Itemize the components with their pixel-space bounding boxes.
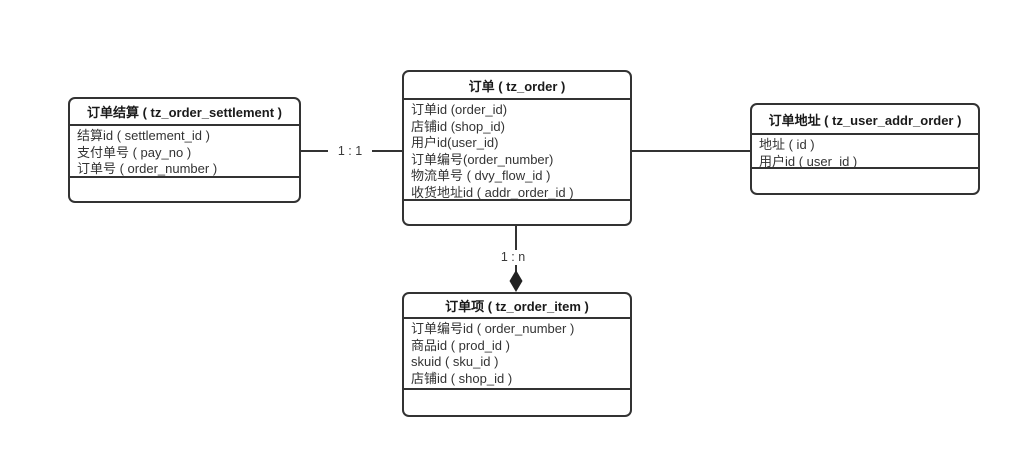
- entity-fields: 订单id (order_id) 店铺id (shop_id) 用户id(user…: [404, 100, 630, 201]
- entity-field: 物流单号 ( dvy_flow_id ): [411, 168, 551, 183]
- entity-fields: 订单编号id ( order_number ) 商品id ( prod_id )…: [404, 319, 630, 390]
- entity-order: 订单 ( tz_order ) 订单id (order_id) 店铺id (sh…: [402, 70, 632, 226]
- entity-fields: 地址 ( id ) 用户id ( user_id ): [752, 135, 978, 169]
- entity-title: 订单结算 ( tz_order_settlement ): [70, 99, 299, 126]
- entity-footer: [752, 169, 978, 193]
- entity-title: 订单项 ( tz_order_item ): [404, 294, 630, 319]
- entity-field: 用户id(user_id): [411, 135, 499, 150]
- entity-footer: [70, 178, 299, 201]
- entity-title: 订单 ( tz_order ): [404, 72, 630, 100]
- entity-field: 订单编号(order_number): [411, 151, 554, 167]
- entity-fields: 结算id ( settlement_id ) 支付单号 ( pay_no ) 订…: [70, 126, 299, 178]
- entity-field: 结算id ( settlement_id ): [77, 128, 210, 143]
- cardinality-label-1-1: 1 : 1: [328, 144, 372, 159]
- entity-field: 收货地址id ( addr_order_id ): [411, 184, 574, 200]
- entity-field: skuid ( sku_id ): [411, 354, 499, 369]
- entity-footer: [404, 390, 630, 415]
- cardinality-label-1-n: 1 : n: [491, 250, 535, 265]
- entity-field: 订单编号id ( order_number ): [411, 321, 575, 336]
- entity-field: 用户id ( user_id ): [759, 153, 858, 169]
- entity-order-settlement: 订单结算 ( tz_order_settlement ) 结算id ( sett…: [68, 97, 301, 203]
- entity-field: 店铺id (shop_id): [411, 118, 505, 134]
- diamond-arrowhead-icon: [509, 270, 523, 292]
- entity-order-address: 订单地址 ( tz_user_addr_order ) 地址 ( id ) 用户…: [750, 103, 980, 195]
- entity-field: 订单id (order_id): [411, 102, 508, 117]
- entity-field: 订单号 ( order_number ): [77, 161, 218, 176]
- entity-title: 订单地址 ( tz_user_addr_order ): [752, 105, 978, 135]
- entity-field: 地址 ( id ): [759, 137, 815, 152]
- entity-footer: [404, 201, 630, 224]
- entity-field: 商品id ( prod_id ): [411, 337, 510, 353]
- entity-field: 支付单号 ( pay_no ): [77, 144, 192, 160]
- entity-order-item: 订单项 ( tz_order_item ) 订单编号id ( order_num…: [402, 292, 632, 417]
- entity-field: 店铺id ( shop_id ): [411, 370, 513, 386]
